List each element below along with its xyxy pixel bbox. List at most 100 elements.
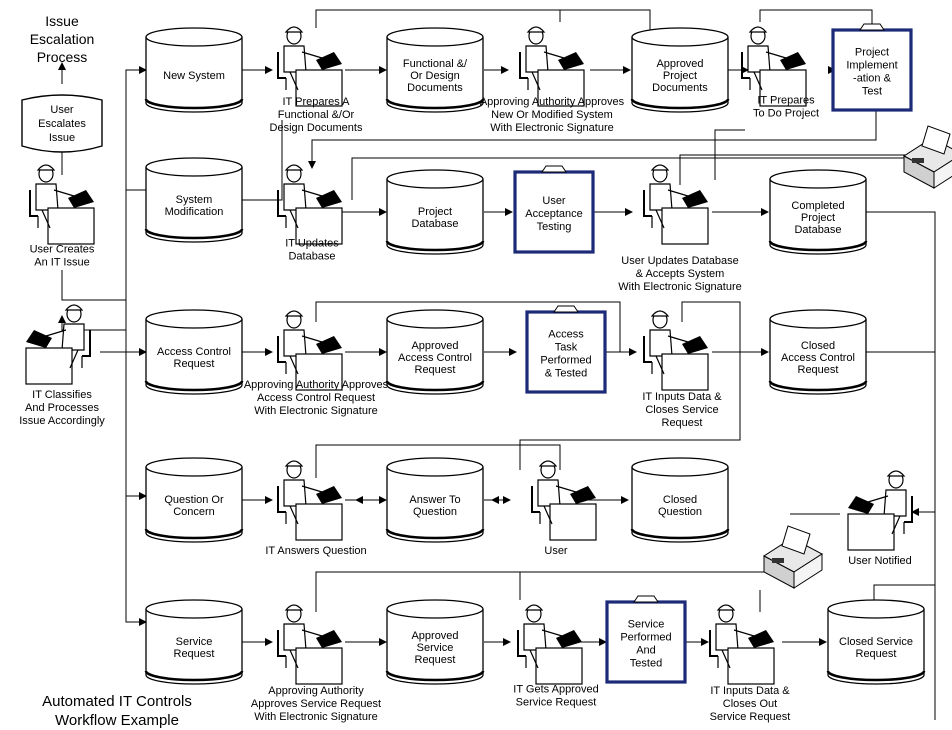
person-approving-service-label-line-3: With Electronic Signature — [254, 711, 378, 723]
database-service-request-line-2: Request — [174, 648, 215, 660]
database-approved-access-control-request-line-2: Access Control — [398, 352, 472, 364]
database-closed-access-control-request-line-2: Access Control — [781, 352, 855, 364]
database-approved-access-control-request-line-3: Request — [415, 364, 456, 376]
person-approving-access-label-line-2: Access Control Request — [257, 392, 375, 404]
person-approving-access-label-line-1: Approving Authority Approves — [244, 379, 389, 391]
database-completed-project-database-line-3: Database — [794, 224, 841, 236]
database-functional-design-documents-line-2: Or Design — [410, 70, 460, 82]
clipboard-user-acceptance-testing-line-1: User — [542, 195, 566, 207]
person-approving-service-label-line-1: Approving Authority — [268, 685, 364, 697]
connector-lines — [58, 9, 936, 720]
person-user-notified: User Notified — [847, 470, 913, 567]
user-escalates-flag-text-line-3: Issue — [49, 132, 75, 144]
person-it-classifies-label-line-1: IT Classifies — [32, 389, 92, 401]
person-user-creates-label-line-1: User Creates — [30, 243, 95, 255]
footer-line-1: Automated IT Controls — [42, 693, 192, 710]
database-access-control-request-line-1: Access Control — [157, 346, 231, 358]
clipboard-access-task-line-3: Performed — [540, 354, 591, 366]
database-service-request-line-1: Service — [176, 636, 213, 648]
database-functional-design-documents-line-3: Documents — [407, 82, 463, 94]
person-it-inputs-closes-label-line-2: Closes Service — [645, 404, 718, 416]
connector — [714, 129, 745, 180]
person-approving-new-system-label-line-1: Approving Authority Approves — [480, 96, 625, 108]
database-completed-project-database-line-1: Completed — [791, 200, 844, 212]
person-it-answers-label-line-1: IT Answers Question — [265, 545, 366, 557]
printer-icon-bottom — [763, 525, 823, 589]
database-approved-service-request-line-2: Service — [417, 642, 454, 654]
clipboard-service-performed-line-1: Service — [628, 618, 665, 630]
clipboard-service-performed-line-2: Performed — [620, 631, 671, 643]
connector — [308, 110, 877, 169]
connector — [125, 352, 146, 623]
title-line-3: Process — [36, 49, 88, 65]
person-it-gets-approved-label-line-2: Service Request — [516, 696, 597, 708]
connector — [759, 9, 873, 30]
database-approved-project-documents-line-2: Project — [663, 70, 697, 82]
person-it-classifies-label-line-2: And Processes — [25, 402, 99, 414]
connector — [351, 157, 935, 200]
clipboard-service-performed-line-3: And — [636, 644, 656, 656]
clipboard-access-task-line-4: & Tested — [545, 367, 588, 379]
database-closed-service-request-line-1: Closed Service — [839, 636, 913, 648]
database-functional-design-documents-line-1: Functional &/ — [403, 58, 468, 70]
connector — [315, 444, 561, 478]
connector — [866, 211, 936, 720]
user-escalates-flag-text-line-2: Escalates — [38, 118, 86, 130]
user-escalates-flag-text-line-1: User — [50, 104, 74, 116]
person-approving-new-system-label-line-3: With Electronic Signature — [490, 122, 614, 134]
person-user-updates-database: User Updates Database& Accepts SystemWit… — [618, 164, 742, 293]
person-it-inputs-closes-label-line-1: IT Inputs Data & — [642, 391, 722, 403]
database-question-or-concern-line-2: Concern — [173, 506, 215, 518]
database-access-control-request-line-2: Request — [174, 358, 215, 370]
database-approved-access-control-request-line-1: Approved — [411, 340, 458, 352]
person-it-updates-database-label-line-1: IT Updates — [285, 237, 339, 249]
database-new-system-line-1: New System — [163, 70, 225, 82]
person-it-gets-approved-label-line-1: IT Gets Approved — [513, 683, 598, 695]
clipboard-service-performed-line-4: Tested — [630, 657, 662, 669]
person-user-creates-label-line-2: An IT Issue — [34, 256, 89, 268]
person-it-inputs-closes-out-label-line-3: Service Request — [710, 711, 791, 723]
connector — [315, 301, 621, 352]
person-it-updates-database-label-line-2: Database — [288, 250, 335, 262]
title-line-2: Escalation — [29, 31, 95, 47]
connector — [679, 154, 935, 185]
database-approved-service-request-line-3: Request — [415, 654, 456, 666]
database-approved-service-request-line-1: Approved — [411, 630, 458, 642]
database-system-modification-line-1: System — [176, 194, 213, 206]
database-approved-project-documents-line-3: Documents — [652, 82, 708, 94]
database-answer-to-question-line-2: Question — [413, 506, 457, 518]
person-user-label-line-1: User — [544, 545, 568, 557]
person-user-notified-label-line-1: User Notified — [848, 555, 912, 567]
person-it-prepares-project-label-line-1: IT Prepares — [757, 94, 815, 106]
connector — [125, 66, 147, 352]
clipboard-project-implementation-line-4: Test — [862, 85, 882, 97]
database-system-modification-line-2: Modification — [165, 206, 224, 218]
clipboard-access-task-line-2: Task — [555, 341, 578, 353]
database-approved-project-documents-line-1: Approved — [656, 58, 703, 70]
person-approving-service-label-line-2: Approves Service Request — [251, 698, 381, 710]
process-title: Issue Escalation Process — [22, 12, 102, 66]
person-it-inputs-closes-out-label-line-2: Closes Out — [723, 698, 777, 710]
database-question-or-concern-line-1: Question Or — [164, 494, 224, 506]
